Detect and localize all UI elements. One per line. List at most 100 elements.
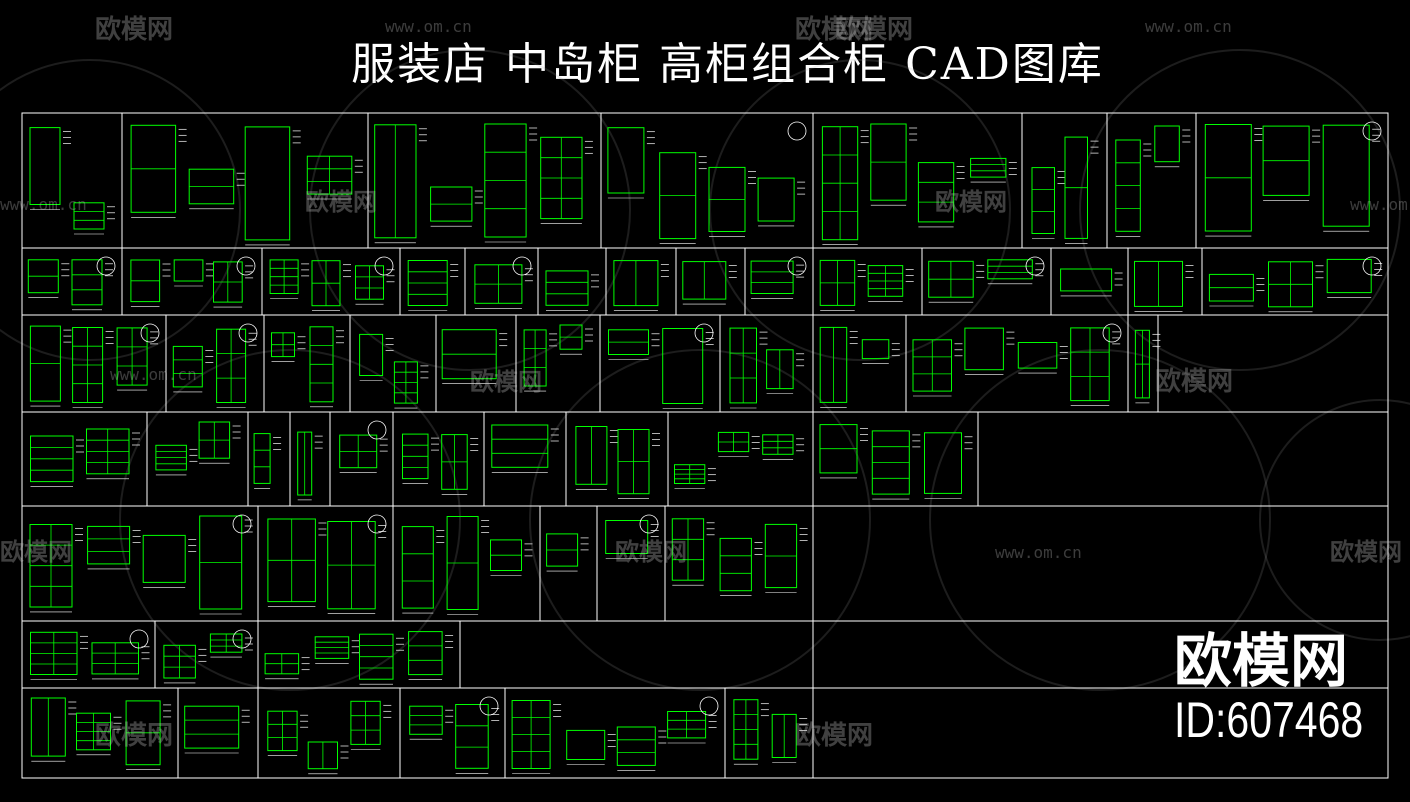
section-marker xyxy=(236,256,256,276)
cabinet-outline xyxy=(71,259,103,306)
cabinet-outline xyxy=(1060,268,1113,292)
detail-drawing xyxy=(267,700,392,775)
cabinet-outline xyxy=(142,534,186,583)
cabinet-outline xyxy=(359,333,384,376)
detail-drawing xyxy=(819,326,900,408)
cabinet-outline xyxy=(87,525,131,565)
watermark-circle xyxy=(0,59,241,361)
detail-drawing xyxy=(267,514,387,615)
detail-drawing xyxy=(269,256,395,312)
watermark-url: www.om.cn xyxy=(0,195,87,214)
detail-drawing xyxy=(607,121,807,244)
detail-drawing xyxy=(155,421,241,476)
watermark-circle xyxy=(309,49,631,371)
cabinet-outline xyxy=(173,259,204,282)
cabinet-outline xyxy=(1031,167,1055,235)
cabinet-outline xyxy=(29,127,61,205)
detail-drawing xyxy=(30,629,150,680)
detail-drawing xyxy=(729,327,805,409)
detail-drawing xyxy=(409,696,500,774)
section-marker xyxy=(232,514,252,534)
section-marker xyxy=(232,629,252,649)
section-marker xyxy=(1362,256,1382,276)
detail-drawing xyxy=(605,514,659,559)
cabinet-outline xyxy=(73,202,105,230)
section-marker xyxy=(367,514,387,534)
detail-drawing xyxy=(253,433,282,489)
watermark-brand: 欧模网 xyxy=(95,14,173,45)
sheet-title: 服装店 中岛柜 高柜组合柜 CAD图库 xyxy=(351,39,1104,90)
cabinet-outline xyxy=(757,177,795,222)
detail-drawing xyxy=(184,705,250,754)
detail-drawing xyxy=(1208,256,1383,313)
section-marker xyxy=(787,121,807,141)
detail-drawing xyxy=(441,329,508,385)
watermark-circle xyxy=(529,349,871,691)
watermark-brand: 欧模网 xyxy=(1330,538,1402,566)
detail-drawing xyxy=(546,533,589,572)
detail-drawing xyxy=(27,256,116,311)
section-marker xyxy=(787,256,807,276)
detail-drawing xyxy=(819,424,973,500)
outer-frame xyxy=(21,112,1389,779)
watermark-brand: 欧模网 xyxy=(935,188,1007,216)
cabinet-outline xyxy=(719,537,752,592)
detail-drawing xyxy=(608,323,714,409)
watermark-brand: 欧模网 xyxy=(305,188,377,216)
detail-drawing xyxy=(545,270,599,311)
detail-drawing xyxy=(682,261,737,305)
detail-drawing xyxy=(819,259,914,311)
watermark-layer xyxy=(0,49,1410,691)
detail-drawing xyxy=(750,256,807,299)
cabinet-outline xyxy=(545,270,589,306)
section-marker xyxy=(140,323,160,343)
cabinet-outline xyxy=(408,631,443,676)
cabinet-outline xyxy=(616,726,656,766)
detail-drawing xyxy=(130,256,256,308)
cabinet-outline xyxy=(1154,125,1180,163)
cabinet-outline xyxy=(409,705,443,735)
detail-drawing xyxy=(613,260,669,311)
detail-drawing xyxy=(130,124,363,246)
section-marker xyxy=(367,420,387,440)
watermark-circle xyxy=(119,349,461,691)
detail-drawing xyxy=(1134,329,1161,404)
detail-drawing xyxy=(30,697,172,771)
watermark-brand: 欧模网 xyxy=(95,720,173,751)
detail-drawing xyxy=(474,256,533,309)
detail-drawing xyxy=(30,428,140,487)
detail-drawing xyxy=(264,631,454,685)
detail-drawing xyxy=(575,426,660,500)
cabinet-outline xyxy=(566,729,606,761)
cabinet-outline xyxy=(750,260,794,295)
watermark-url: www.om.cn xyxy=(995,543,1082,562)
section-marker xyxy=(479,696,499,716)
section-marker xyxy=(639,514,659,534)
detail-drawing xyxy=(29,127,115,235)
watermark-brand: 欧模网 xyxy=(615,538,687,566)
detail-drawing xyxy=(401,516,533,615)
cabinet-outline xyxy=(924,432,962,494)
detail-drawing xyxy=(821,123,1017,245)
watermark-brand: 欧模网 xyxy=(795,14,873,45)
watermark-url: www.om.cn xyxy=(1145,17,1232,36)
detail-drawing xyxy=(1134,260,1194,312)
detail-drawing xyxy=(172,323,258,408)
cabinet-outline xyxy=(607,127,645,194)
watermark-circle xyxy=(1079,49,1401,371)
watermark-circle xyxy=(1259,399,1410,641)
cabinet-outline xyxy=(987,259,1033,280)
detail-drawing xyxy=(339,420,388,474)
detail-drawing xyxy=(671,518,808,597)
watermark-url: www.om.cn xyxy=(110,365,197,384)
detail-drawing xyxy=(511,696,719,774)
detail-drawing xyxy=(1031,136,1099,244)
cabinet-outline xyxy=(1326,258,1372,294)
section-marker xyxy=(512,256,532,276)
watermark-brand: 欧模网 xyxy=(0,538,72,566)
section-marker xyxy=(1362,121,1382,141)
cabinet-outline xyxy=(244,126,291,241)
section-marker xyxy=(238,323,258,343)
